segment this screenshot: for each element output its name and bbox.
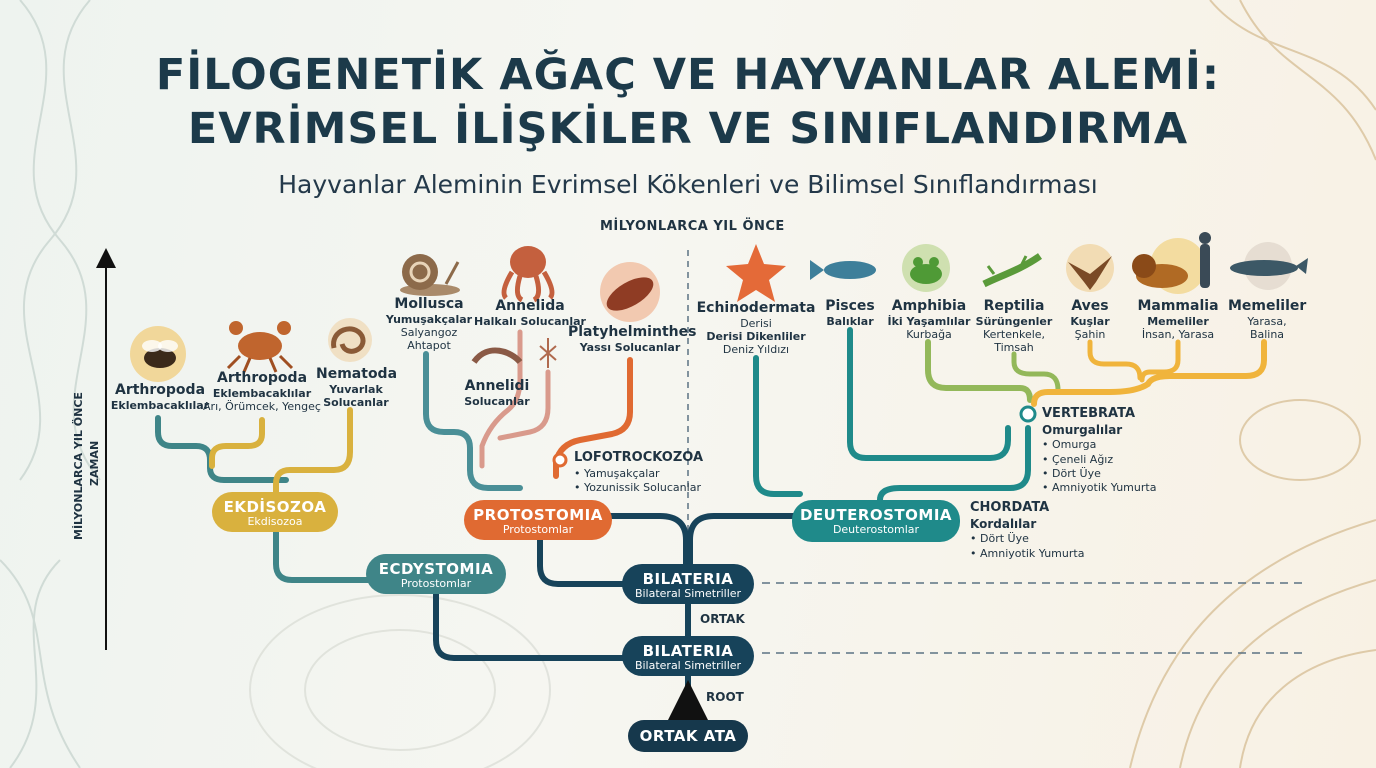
starfish-icon xyxy=(726,244,786,302)
branch-annelida xyxy=(479,329,523,469)
label-ortak: ORTAK xyxy=(700,612,745,626)
taxon-pisces: Pisces Balıklar xyxy=(825,298,875,328)
info-vertebrata: VERTEBRATA Omurgalılar • Omurga • Çeneli… xyxy=(1042,406,1157,495)
branch-memeliler xyxy=(1031,339,1267,407)
taxon-arthropoda-1: Arthropoda Eklembacaklılar xyxy=(110,382,210,412)
branch-deuterostomia-to-center xyxy=(687,513,803,569)
taxon-reptilia: Reptilia Sürüngenler Kertenkele, Timsah xyxy=(975,298,1053,355)
crab-icon xyxy=(226,321,294,373)
node-ecdystomia: ECDYSTOMIA Protostomlar xyxy=(366,554,506,594)
bee-icon xyxy=(130,326,186,382)
branch-aves xyxy=(1087,339,1143,381)
node-bilateria-upper: BILATERIA Bilateral Simetriller xyxy=(622,564,754,604)
branch-ekdisozoa-down xyxy=(273,525,373,583)
info-item: • Omurga xyxy=(1042,438,1097,452)
time-axis-side-label-2: ZAMAN xyxy=(88,440,101,486)
branch-mollusca xyxy=(423,351,523,491)
branch-annelidi xyxy=(497,369,551,441)
cell-outline-icon xyxy=(249,594,551,768)
info-item: • Amniyotik Yumurta xyxy=(970,546,1085,560)
node-ortak-ata: ORTAK ATA xyxy=(628,720,748,752)
page-title-line-2: EVRİMSEL İLİŞKİLER VE SINIFLANDIRMA xyxy=(187,104,1189,154)
lizard-icon xyxy=(982,253,1043,288)
dna-helix-icon xyxy=(0,0,101,768)
node-protostomia: PROTOSTOMIA Protostomlar xyxy=(464,500,612,540)
info-chordata: CHORDATA Kordalılar • Dört Üye • Amniyot… xyxy=(970,500,1085,560)
branch-pisces xyxy=(847,327,1011,461)
frog-icon xyxy=(902,244,950,292)
branch-arthropoda1 xyxy=(155,415,289,483)
taxon-mammalia: Mammalia Memeliler İnsan, Yarasa xyxy=(1137,298,1219,341)
time-axis-top-label: MİLYONLARCA YIL ÖNCE xyxy=(600,219,785,234)
info-item: • Yamuşakçalar xyxy=(574,466,660,480)
taxon-echinodermata: Echinodermata Derisi Derisi Dikenliler D… xyxy=(696,300,816,357)
fish-icon xyxy=(810,260,876,280)
label-root: ROOT xyxy=(706,690,744,704)
branch-arthropoda2 xyxy=(209,417,265,469)
info-item: • Dört Üye xyxy=(970,532,1029,546)
branch-mammalia xyxy=(1139,339,1181,383)
taxon-arthropoda-2: Arthropoda Eklembacaklılar Arı, Örümcek,… xyxy=(203,370,321,413)
node-ekdisozoa: EKDİSOZOA Ekdisozoa xyxy=(212,492,338,532)
taxon-annelidi: Annelidi Solucanlar xyxy=(464,378,530,408)
branch-vertebrata-down xyxy=(877,425,1031,503)
taxon-memeliler: Memeliler Yarasa, Balina xyxy=(1228,298,1307,341)
branch-reptilia xyxy=(1011,351,1061,393)
earthworm-icon xyxy=(471,338,557,368)
branch-echinodermata xyxy=(753,355,803,497)
organic-decor-right xyxy=(1129,0,1376,768)
vertebrata-node-marker xyxy=(1019,405,1037,423)
branch-protostomia-down xyxy=(537,533,627,587)
node-bilateria-lower: BILATERIA Bilateral Simetriller xyxy=(622,636,754,676)
info-item: • Yozunissik Solucanlar xyxy=(574,481,701,495)
taxon-mollusca: Mollusca Yumuşakçalar Salyangoz Ahtapot xyxy=(385,296,473,353)
snail-icon xyxy=(400,254,460,296)
info-item: • Dört Üye xyxy=(1042,467,1101,481)
octopus-icon xyxy=(501,246,555,303)
branch-protostomia-to-center xyxy=(607,513,689,569)
taxon-annelida: Annelida Halkalı Solucanlar xyxy=(474,298,586,328)
flatworm-icon xyxy=(600,262,660,322)
taxon-platyhelminthes: Platyhelminthes Yassı Solucanlar xyxy=(568,324,697,354)
node-deuterostomia: DEUTEROSTOMIA Deuterostomlar xyxy=(792,500,960,542)
whale-icon xyxy=(1230,242,1308,290)
taxon-nematoda: Nematoda Yuvarlak Solucanlar xyxy=(316,366,398,409)
info-item: • Amniyotik Yumurta xyxy=(1042,481,1157,495)
lion-human-icon xyxy=(1132,232,1211,294)
info-item: • Çeneli Ağız xyxy=(1042,452,1114,466)
info-lofotrockozoa: LOFOTROCKOZOA • Yamuşakçalar • Yozunissi… xyxy=(574,450,704,495)
branch-ecdystomia-down xyxy=(433,589,627,661)
page-subtitle: Hayvanlar Aleminin Evrimsel Kökenleri ve… xyxy=(278,170,1098,199)
time-axis-side-label-1: MİLYONLARCA YIL ÖNCE xyxy=(72,392,85,540)
hawk-icon xyxy=(1066,244,1114,292)
worm-icon xyxy=(328,318,372,362)
taxon-aves: Aves Kuşlar Şahin xyxy=(1070,298,1110,341)
page-title-line-1: FİLOGENETİK AĞAÇ VE HAYVANLAR ALEMİ: xyxy=(155,50,1221,100)
branch-nematoda xyxy=(273,407,353,497)
lofotrockozoa-node-marker xyxy=(552,452,568,468)
branch-amphibia xyxy=(925,339,1033,403)
taxon-amphibia: Amphibia İki Yaşamlılar Kurbağa xyxy=(887,298,971,341)
